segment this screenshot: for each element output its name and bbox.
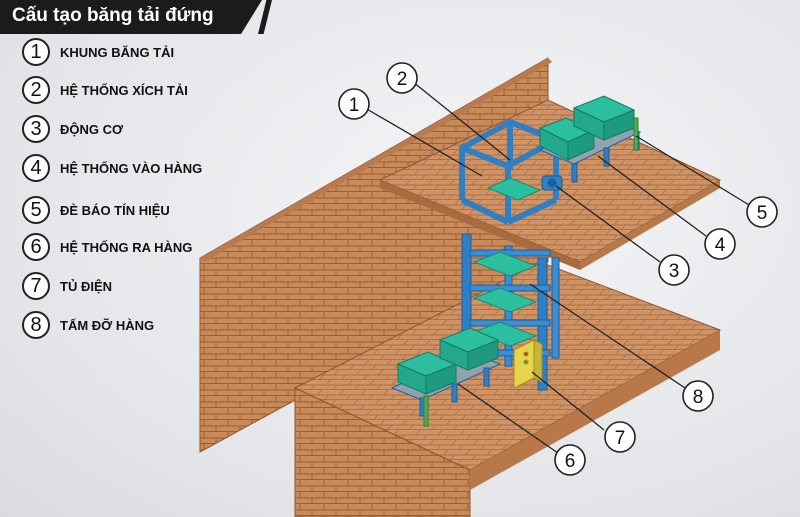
upper-slab-edge-right bbox=[580, 180, 720, 270]
page-title: Cấu tạo băng tải đứng bbox=[12, 5, 214, 26]
legend-number: 7 bbox=[22, 272, 50, 300]
legend-label: ĐỘNG CƠ bbox=[60, 121, 124, 137]
legend-number: 6 bbox=[22, 233, 50, 261]
legend-number: 8 bbox=[22, 311, 50, 339]
callout-label-5: 5 bbox=[757, 203, 768, 224]
legend-item-3: 3 ĐỘNG CƠ bbox=[22, 114, 123, 144]
upper-slab-edge-left bbox=[380, 180, 580, 270]
callout-circles bbox=[338, 62, 778, 476]
legend-item-4: 4 HỆ THỐNG VÀO HÀNG bbox=[22, 153, 202, 183]
wall-top-edge bbox=[200, 58, 552, 262]
legend-label: HỆ THỐNG RA HÀNG bbox=[60, 239, 193, 255]
callout-label-7: 7 bbox=[615, 428, 626, 449]
chain-drive bbox=[486, 177, 542, 201]
legend-item-5: 5 ĐÈ BÁO TÍN HIỆU bbox=[22, 195, 170, 225]
legend-number: 5 bbox=[22, 196, 50, 224]
callout-label-6: 6 bbox=[565, 451, 576, 472]
legend-item-1: 1 KHUNG BĂNG TẢI bbox=[22, 37, 174, 67]
legend-label: KHUNG BĂNG TẢI bbox=[60, 44, 175, 60]
signal-lamp-lower bbox=[423, 395, 429, 427]
legend-number: 3 bbox=[22, 115, 50, 143]
legend-label: ĐÈ BÁO TÍN HIỆU bbox=[60, 202, 170, 218]
signal-lamp-upper bbox=[633, 117, 639, 151]
legend-number: 1 bbox=[22, 38, 50, 66]
control-cabinet bbox=[513, 339, 543, 389]
legend-number: 4 bbox=[22, 154, 50, 182]
callout-label-3: 3 bbox=[669, 261, 680, 282]
legend-label: TẤM ĐỠ HÀNG bbox=[60, 317, 155, 333]
callout-leaders bbox=[364, 81, 755, 454]
legend-item-8: 8 TẤM ĐỠ HÀNG bbox=[22, 310, 154, 340]
legend-label: HỆ THỐNG XÍCH TẢI bbox=[60, 82, 188, 98]
legend-item-6: 6 HỆ THỐNG RA HÀNG bbox=[22, 232, 192, 262]
legend-item-2: 2 HỆ THỐNG XÍCH TẢI bbox=[22, 75, 188, 105]
outfeed-crates bbox=[396, 327, 500, 395]
callout-label-4: 4 bbox=[715, 235, 726, 256]
legend-item-7: 7 TỦ ĐIỆN bbox=[22, 271, 112, 301]
infeed-crates bbox=[538, 95, 636, 161]
legend-label: TỦ ĐIỆN bbox=[60, 278, 112, 294]
callout-label-1: 1 bbox=[349, 95, 360, 116]
callout-label-2: 2 bbox=[397, 69, 408, 90]
title-banner bbox=[0, 0, 262, 34]
carrier-plates bbox=[472, 251, 538, 347]
legend-label: HỆ THỐNG VÀO HÀNG bbox=[60, 160, 203, 176]
lower-front-block bbox=[294, 387, 471, 517]
legend-number: 2 bbox=[22, 76, 50, 104]
callout-label-8: 8 bbox=[693, 387, 704, 408]
